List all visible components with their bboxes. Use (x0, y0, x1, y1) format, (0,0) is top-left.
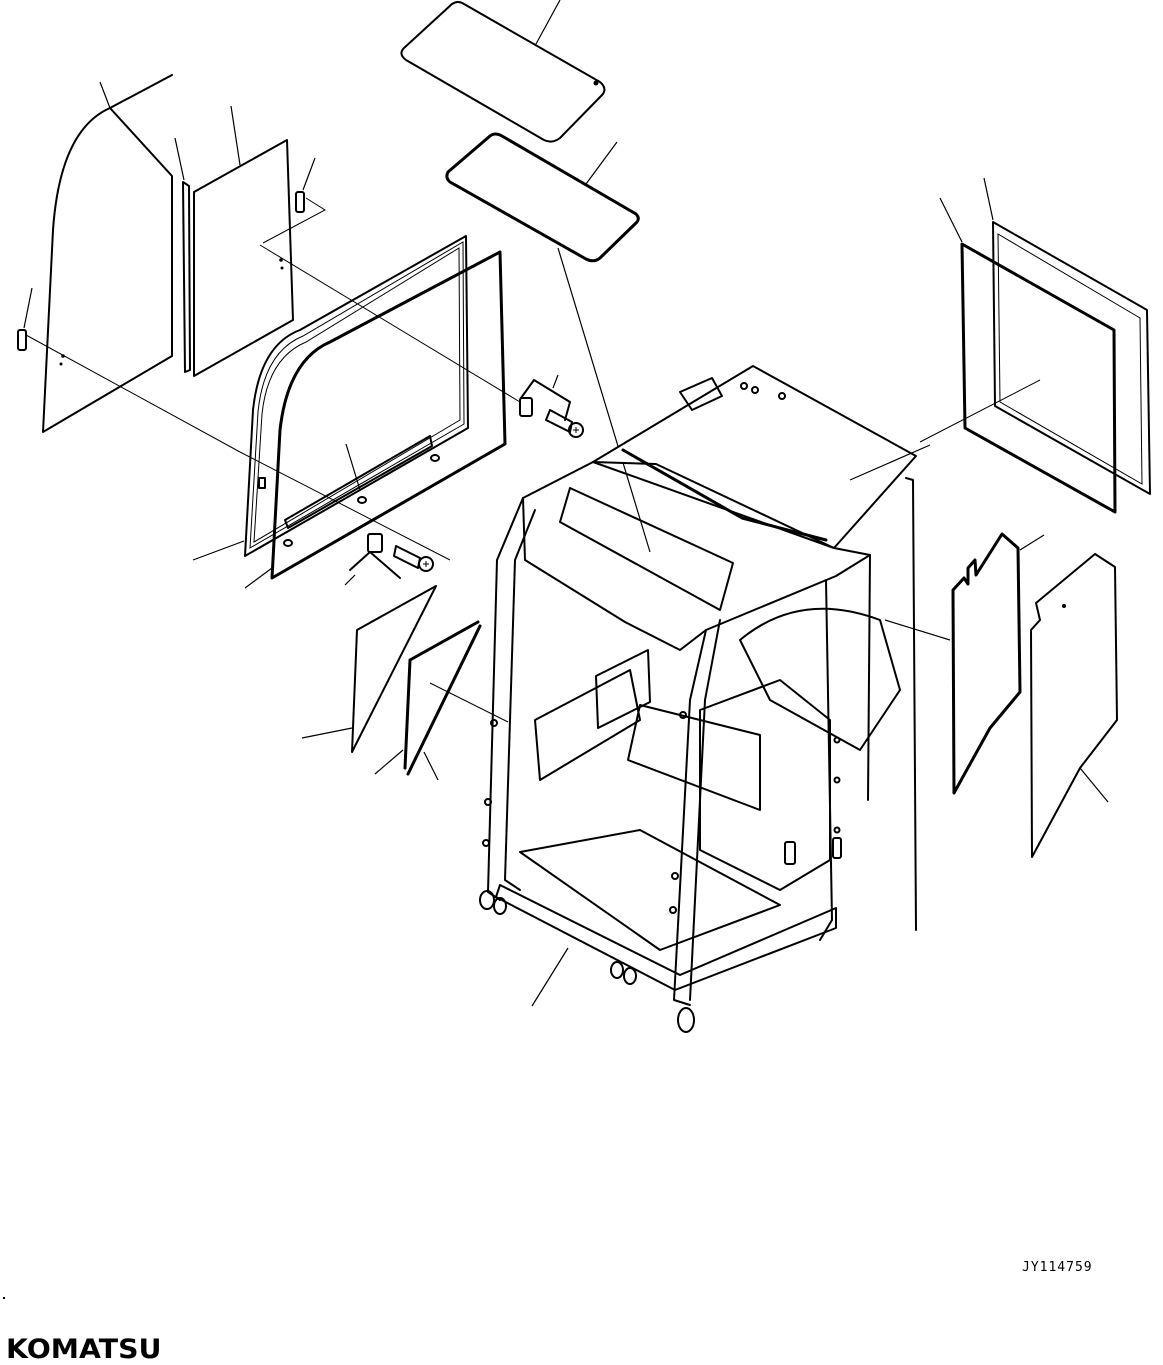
right-side-seal (951, 532, 1045, 795)
right-rear-glass (919, 197, 1117, 514)
right-side-glass (1030, 553, 1118, 858)
clip-upper (262, 157, 326, 270)
front-lower-seal (374, 620, 509, 781)
cab-frame (479, 365, 951, 1033)
clip-left (17, 287, 65, 366)
door-window-seal (244, 250, 507, 589)
bracket-bolt-upper (519, 374, 584, 438)
registration-mark (3, 1297, 5, 1299)
roof-glass-seal (445, 132, 651, 553)
bracket-bolt-lower (344, 533, 434, 586)
brand-logo: KOMATSU (6, 1334, 162, 1365)
left-rear-glass (42, 74, 173, 433)
front-lower-glass (301, 585, 437, 753)
right-rear-seal (983, 177, 1151, 495)
glass-strip (174, 137, 191, 373)
door-window-frame (192, 235, 469, 561)
drawing-number: JY114759 (1022, 1260, 1093, 1275)
left-side-glass (193, 105, 294, 377)
roof-glass (400, 0, 606, 143)
